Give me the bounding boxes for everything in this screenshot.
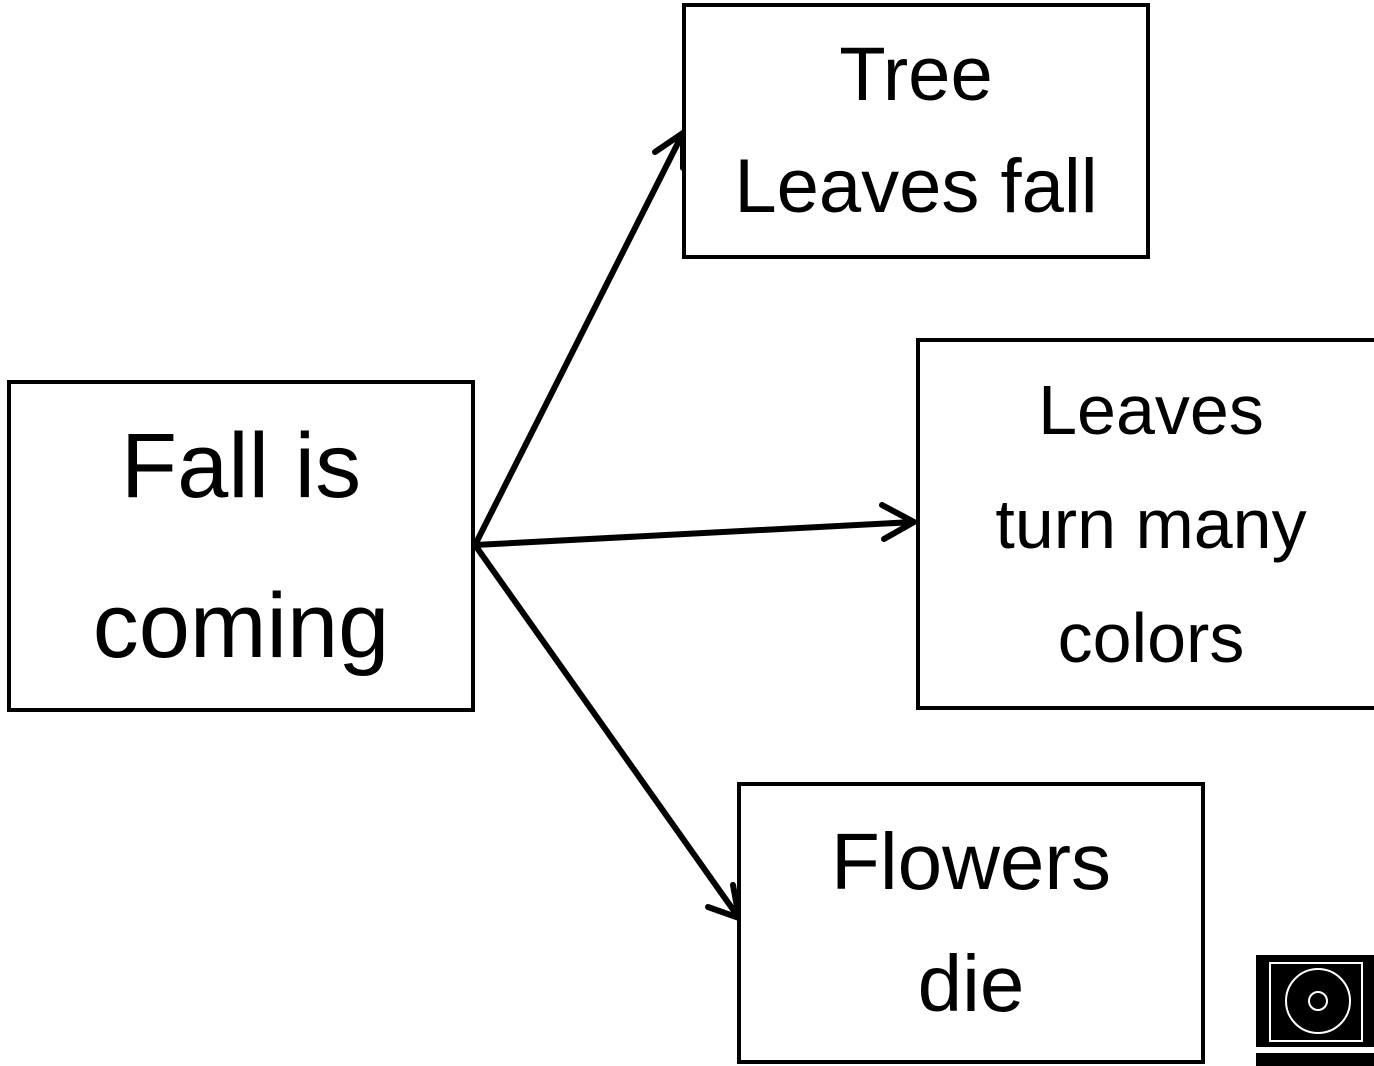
node-flowers-line-2: die — [917, 939, 1025, 1028]
node-source-line-1: Fall is — [120, 415, 362, 517]
node-leaves-turn-colors: Leaves turn many colors — [916, 338, 1374, 710]
node-tree-line-1: Tree — [839, 32, 993, 117]
arrowhead-colors — [879, 502, 917, 542]
node-fall-is-coming: Fall is coming — [7, 380, 475, 712]
target-icon — [1256, 955, 1374, 1066]
edge-to-flowers — [472, 542, 742, 921]
node-flowers-line-1: Flowers — [830, 817, 1112, 906]
node-colors-line-3: colors — [1057, 599, 1245, 677]
node-source-line-2: coming — [92, 575, 390, 677]
node-tree-leaves-fall: Tree Leaves fall — [682, 3, 1150, 259]
node-tree-line-2: Leaves fall — [734, 144, 1098, 229]
node-colors-line-2: turn many — [995, 485, 1307, 563]
edge-to-tree — [472, 130, 686, 548]
node-flowers-die: Flowers die — [737, 782, 1205, 1064]
edge-to-colors — [472, 502, 917, 548]
node-colors-line-1: Leaves — [1038, 371, 1264, 449]
